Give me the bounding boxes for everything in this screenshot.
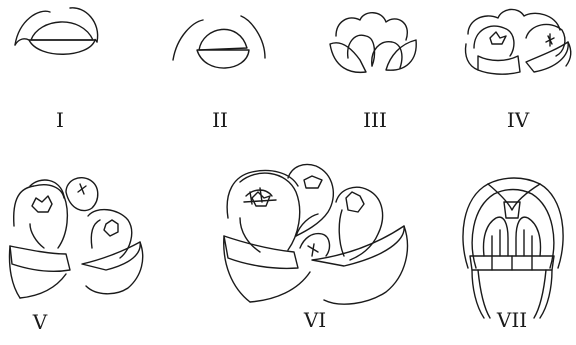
hatched-base — [197, 50, 249, 68]
hatched-base-left — [478, 56, 520, 74]
primordia-lobes — [336, 13, 407, 40]
grid-marking — [244, 188, 276, 204]
star-marking — [490, 32, 506, 44]
diamond-marking — [104, 220, 118, 236]
stage-5: V — [0, 168, 160, 345]
star-marking — [32, 196, 52, 212]
top-primordium — [66, 178, 98, 211]
stage-label: IV — [460, 108, 576, 132]
sepal-junction — [488, 184, 540, 210]
stage-1: I — [5, 0, 115, 150]
right-primordium — [372, 42, 402, 68]
hatched-base-left — [224, 236, 298, 268]
left-petal-outline — [227, 171, 298, 218]
stamen-lines — [492, 230, 532, 256]
hatched-base — [29, 40, 95, 54]
asterisk-marking — [546, 34, 554, 46]
left-primordium — [240, 173, 300, 250]
stage-label: VII — [448, 308, 576, 332]
star-marking-right — [346, 192, 364, 212]
hatched-base-right — [312, 226, 404, 266]
asterisk-marking — [78, 184, 86, 194]
lower-primordium — [300, 234, 329, 256]
stage-label: II — [165, 108, 275, 132]
right-bract — [70, 8, 98, 42]
apex-dome — [199, 29, 247, 50]
right-inner-petal — [516, 217, 541, 256]
top-primordium — [288, 165, 333, 237]
hatched-base-right — [82, 242, 140, 270]
stage-label: V — [0, 310, 80, 334]
stage-4: IV — [460, 0, 576, 150]
diamond-marking — [304, 176, 322, 188]
left-primordium — [30, 180, 67, 248]
hatched-base-left — [10, 246, 70, 271]
hatched-base-right — [526, 42, 568, 72]
stage-label: III — [320, 108, 430, 132]
stage-label: I — [5, 108, 115, 132]
right-bract — [241, 16, 265, 58]
left-petal-outline — [14, 185, 64, 226]
stage-7: VII — [448, 158, 576, 345]
left-primordium — [474, 26, 514, 56]
stage-2: II — [165, 0, 275, 150]
stage-label: VI — [200, 308, 430, 332]
left-inner-petal — [484, 217, 509, 256]
apex-dome — [31, 22, 93, 40]
right-primordium — [88, 210, 132, 258]
stage-3: III — [320, 0, 430, 150]
outer-bud-outline — [463, 178, 563, 268]
asterisk-marking — [308, 244, 318, 256]
stage-6: VI — [200, 152, 430, 345]
